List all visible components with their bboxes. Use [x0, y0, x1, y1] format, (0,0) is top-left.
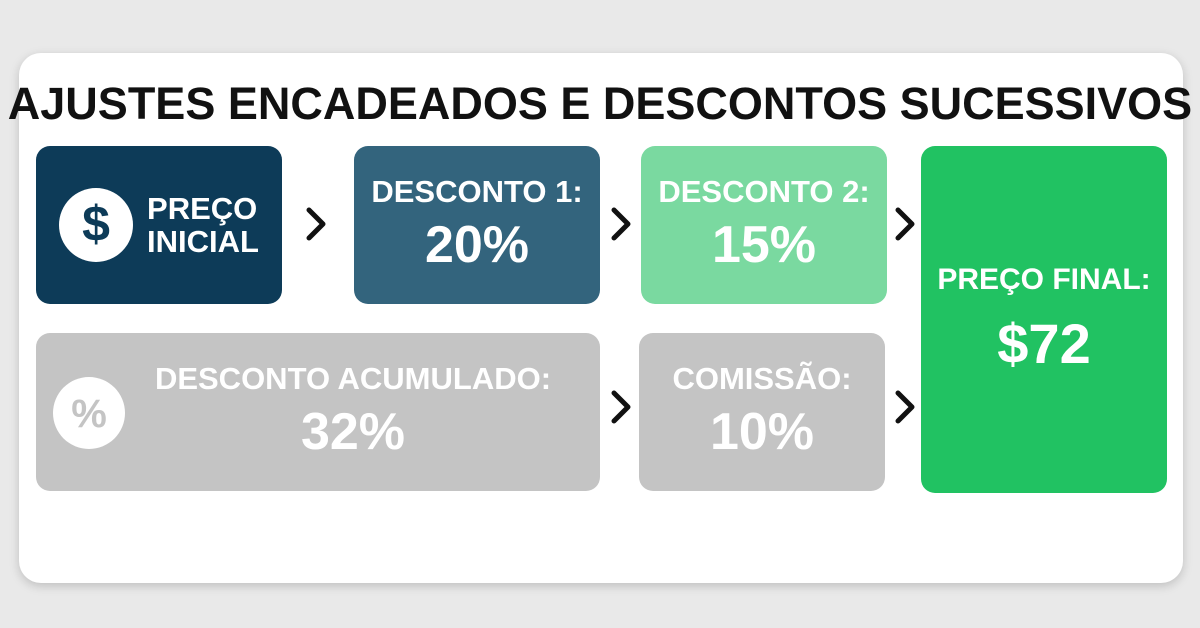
chevron-right-icon	[895, 207, 915, 241]
initial-price-label-line1: PREÇO	[147, 190, 258, 226]
chevron-right-icon	[306, 207, 326, 241]
commission-value: 10%	[709, 402, 815, 461]
svg-text:%: %	[71, 392, 107, 436]
chevron-right-icon	[611, 207, 631, 241]
accumulated-discount-label: DESCONTO ACUMULADO:	[154, 361, 552, 396]
discount1-label: DESCONTO 1:	[371, 174, 583, 210]
chevron-right-icon	[611, 390, 631, 424]
svg-text:$: $	[82, 196, 110, 252]
commission-box: COMISSÃO: 10%	[639, 333, 885, 491]
accumulated-discount-box: % DESCONTO ACUMULADO: 32%	[36, 333, 600, 491]
final-price-value: $72	[997, 311, 1091, 375]
page-title: AJUSTES ENCADEADOS E DESCONTOS SUCESSIVO…	[7, 78, 1193, 129]
discount2-box: DESCONTO 2: 15%	[641, 146, 887, 304]
accumulated-discount-text: DESCONTO ACUMULADO: 32%	[146, 361, 560, 462]
discount2-value: 15%	[711, 215, 817, 274]
dollar-circle-icon: $	[59, 188, 134, 262]
percent-circle-icon: %	[53, 377, 125, 449]
discount1-box: DESCONTO 1: 20%	[354, 146, 600, 304]
accumulated-discount-value: 32%	[300, 402, 406, 461]
commission-label: COMISSÃO:	[672, 361, 852, 397]
initial-price-label-line2: INICIAL	[147, 224, 259, 259]
final-price-label: PREÇO FINAL:	[937, 263, 1151, 297]
initial-price-box: $ PREÇO INICIAL	[36, 146, 282, 304]
final-price-box: PREÇO FINAL: $72	[921, 146, 1167, 493]
discount1-value: 20%	[424, 215, 530, 274]
chevron-right-icon	[895, 390, 915, 424]
discount2-label: DESCONTO 2:	[658, 174, 870, 210]
initial-price-label: PREÇO INICIAL	[147, 190, 259, 259]
